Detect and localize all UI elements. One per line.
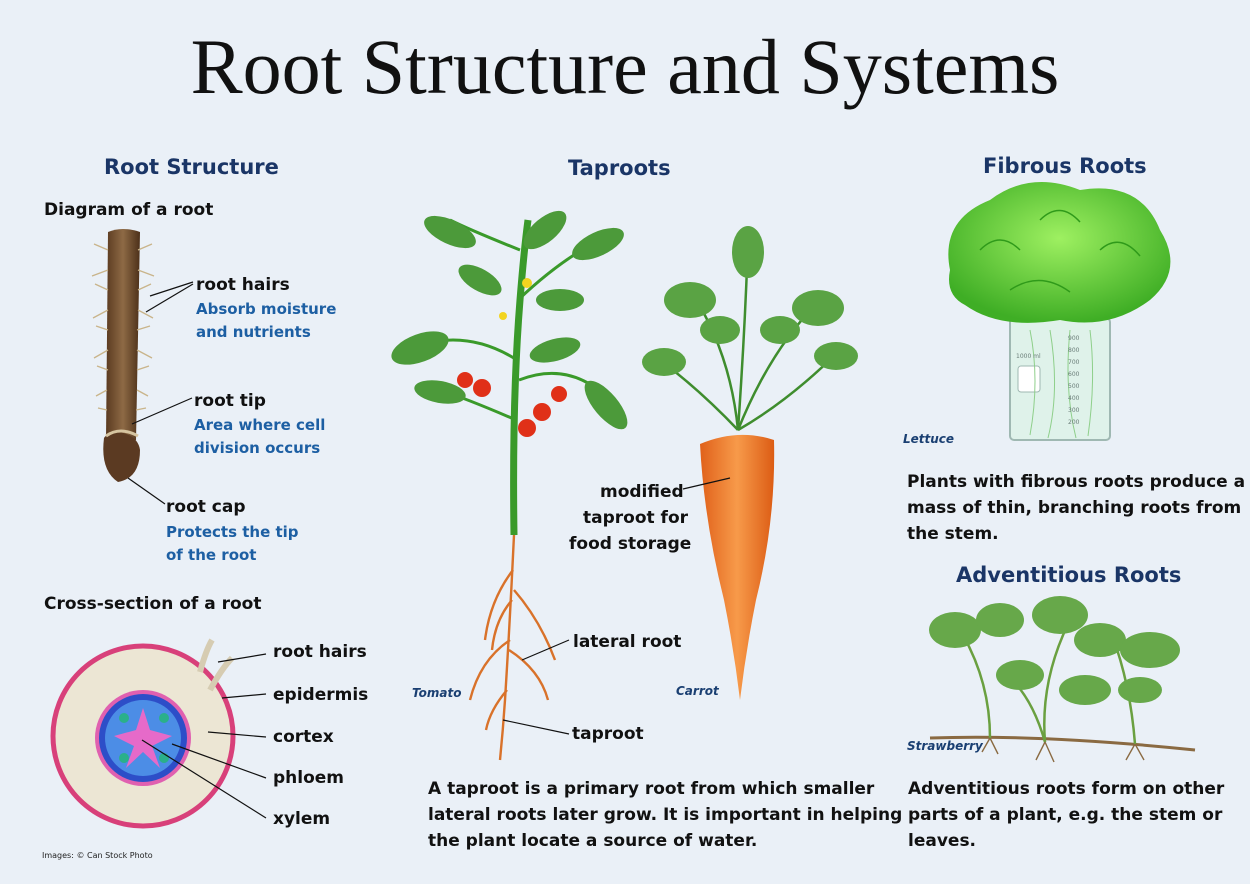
- tomato-caption: Tomato: [412, 686, 462, 700]
- strawberry-plant-illustration: [929, 596, 1196, 763]
- svg-text:900: 900: [1068, 335, 1080, 342]
- adventitious-paragraph-3: leaves.: [908, 831, 977, 851]
- modified-taproot-label-3: food storage: [569, 534, 692, 554]
- svg-text:700: 700: [1068, 359, 1080, 366]
- root-tip-desc-2: division occurs: [194, 439, 321, 457]
- epidermis-label: epidermis: [273, 685, 369, 705]
- page-title: Root Structure and Systems: [190, 23, 1060, 110]
- cross-root-hairs-label: root hairs: [273, 642, 367, 662]
- lettuce-caption: Lettuce: [903, 432, 955, 446]
- cortex-label: cortex: [273, 727, 334, 747]
- lateral-root-label: lateral root: [573, 632, 682, 652]
- root-tip-label: root tip: [194, 391, 266, 411]
- lettuce-beaker-illustration: 900 800 700 600 500 400 300 200 1000 ml: [948, 182, 1171, 441]
- taproot-paragraph-2: lateral roots later grow. It is importan…: [428, 805, 903, 825]
- root-cap-desc-1: Protects the tip: [166, 523, 299, 541]
- strawberry-caption: Strawberry: [907, 739, 983, 753]
- root-hairs-desc-2: and nutrients: [196, 323, 311, 341]
- svg-text:800: 800: [1068, 347, 1080, 354]
- taproot-paragraph-3: the plant locate a source of water.: [428, 831, 758, 851]
- root-diagram-illustration: [91, 229, 194, 505]
- taproot-label: taproot: [572, 724, 644, 744]
- taproots-heading: Taproots: [568, 156, 671, 180]
- root-hairs-desc-1: Absorb moisture: [196, 300, 337, 318]
- svg-text:500: 500: [1068, 383, 1080, 390]
- root-tip-desc-1: Area where cell: [194, 416, 326, 434]
- svg-text:1000 ml: 1000 ml: [1016, 353, 1041, 360]
- fibrous-roots-heading: Fibrous Roots: [983, 154, 1147, 178]
- root-hairs-label: root hairs: [196, 275, 290, 295]
- adventitious-roots-heading: Adventitious Roots: [956, 563, 1182, 587]
- svg-text:600: 600: [1068, 371, 1080, 378]
- taproot-paragraph-1: A taproot is a primary root from which s…: [428, 779, 875, 799]
- xylem-label: xylem: [273, 809, 331, 829]
- adventitious-paragraph-2: parts of a plant, e.g. the stem or: [908, 805, 1223, 825]
- tomato-plant-illustration: [391, 210, 628, 761]
- fibrous-paragraph-2: mass of thin, branching roots from: [907, 498, 1242, 518]
- svg-text:200: 200: [1068, 419, 1080, 426]
- carrot-caption: Carrot: [676, 684, 719, 698]
- cross-section-subtitle: Cross-section of a root: [44, 594, 262, 614]
- fibrous-paragraph-1: Plants with fibrous roots produce a: [907, 472, 1246, 492]
- root-cap-label: root cap: [166, 497, 246, 517]
- modified-taproot-label-2: taproot for: [583, 508, 689, 528]
- root-structure-heading: Root Structure: [104, 155, 279, 179]
- adventitious-paragraph-1: Adventitious roots form on other: [908, 779, 1225, 799]
- fibrous-paragraph-3: the stem.: [907, 524, 999, 544]
- root-cap-desc-2: of the root: [166, 546, 257, 564]
- modified-taproot-label-1: modified: [600, 482, 684, 502]
- carrot-illustration: [642, 226, 858, 700]
- phloem-label: phloem: [273, 768, 345, 788]
- svg-text:300: 300: [1068, 407, 1080, 414]
- root-cross-section-illustration: [50, 638, 267, 829]
- diagram-subtitle: Diagram of a root: [44, 200, 214, 220]
- image-credit: Images: © Can Stock Photo: [42, 851, 153, 860]
- svg-text:400: 400: [1068, 395, 1080, 402]
